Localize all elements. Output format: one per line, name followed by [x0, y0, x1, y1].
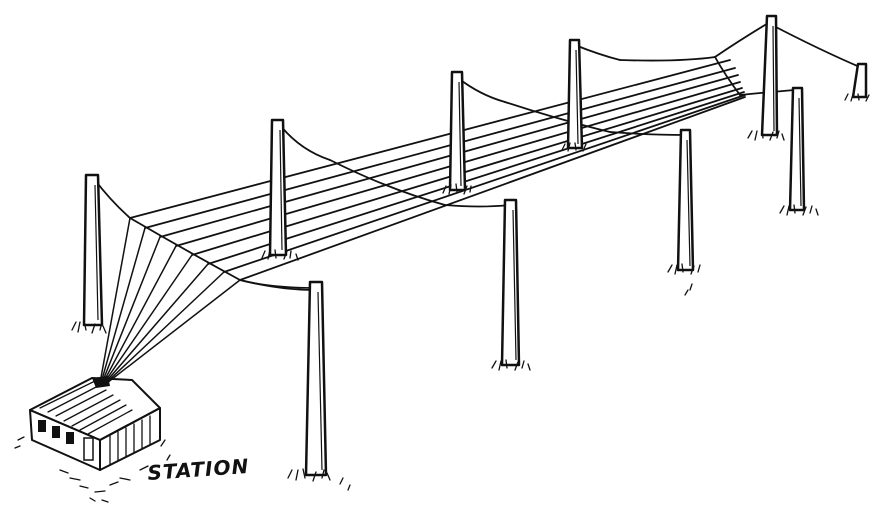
pole [667, 128, 701, 296]
pole [442, 70, 472, 195]
pole [561, 38, 587, 152]
pole [844, 62, 870, 102]
pole [491, 198, 531, 371]
pole [747, 14, 785, 141]
lead-in-wires [99, 217, 241, 384]
pole [261, 118, 299, 261]
pole [287, 280, 351, 491]
pole [779, 86, 819, 216]
suspension-ropes [94, 21, 863, 291]
pole [71, 173, 107, 334]
station-house [14, 376, 171, 503]
station-label: STATION [147, 454, 250, 485]
antenna-wires [129, 59, 746, 281]
